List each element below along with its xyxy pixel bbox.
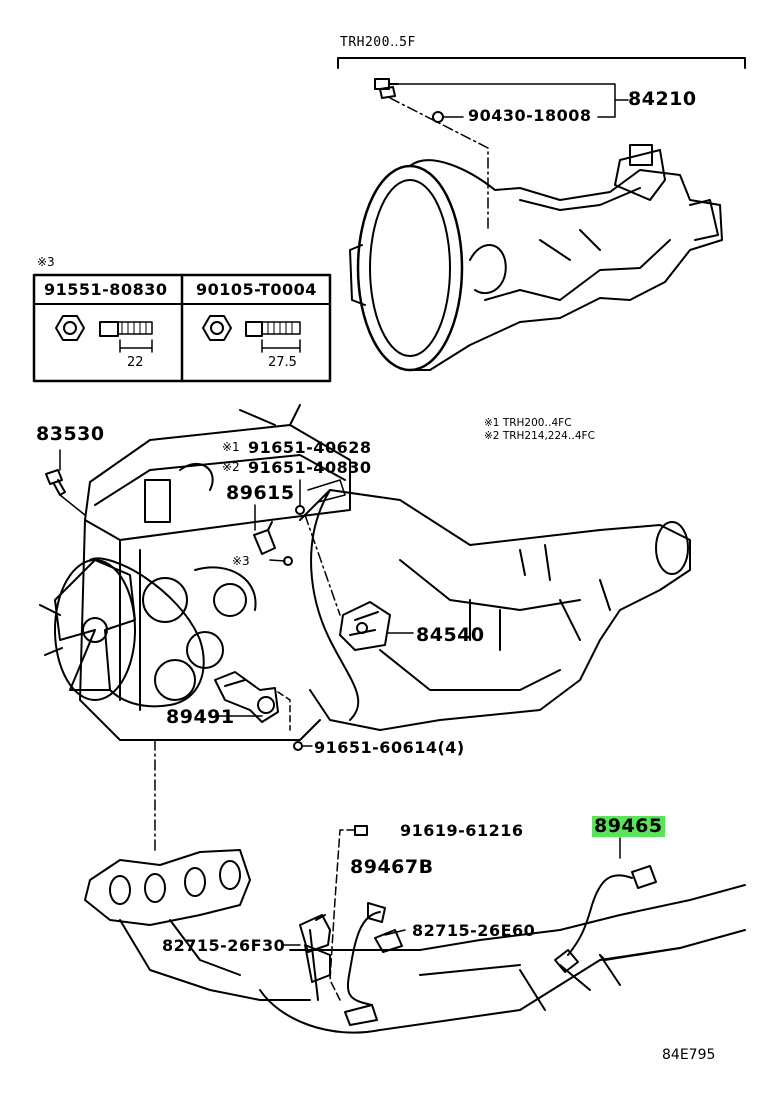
- part-89467b-label[interactable]: 89467B: [350, 856, 434, 878]
- bracket-82715-26f30: [299, 914, 331, 1001]
- bolt-length-22: 22: [127, 355, 144, 370]
- fan-icon: [39, 559, 136, 701]
- diagram-code: 84E795: [662, 1047, 716, 1063]
- part-82715-26e60-label[interactable]: 82715-26E60: [412, 921, 536, 940]
- marker-3-inline-label: ※3: [232, 554, 250, 568]
- marker-2-label: ※2: [222, 460, 240, 474]
- oil-pressure-switch-83530: [45, 469, 66, 496]
- part-91651-60614-label[interactable]: 91651-60614(4): [314, 738, 465, 757]
- hex-nut-icon: [55, 315, 85, 341]
- clip-91619: [354, 825, 368, 836]
- part-83530-label[interactable]: 83530: [36, 423, 105, 445]
- note-2: ※2 TRH214,224‥4FC: [484, 430, 595, 442]
- marker-1-label: ※1: [222, 440, 240, 454]
- part-89615-label[interactable]: 89615: [226, 482, 295, 504]
- bolt-spec-table: [32, 273, 332, 383]
- note-1: ※1 TRH200‥4FC: [484, 417, 572, 429]
- part-91551-80830-label[interactable]: 91551-80830: [44, 280, 168, 299]
- connector-89467b: [367, 902, 386, 923]
- transmission-group-bracket: [337, 57, 746, 69]
- bracket-82715-26e60: [374, 929, 403, 953]
- part-89491-label[interactable]: 89491: [166, 706, 235, 728]
- sensor-icon: [344, 1004, 378, 1026]
- engine-assembly-drawing: [39, 404, 691, 741]
- oxygen-sensor-89465: [554, 837, 657, 973]
- part-91651-40830-label[interactable]: 91651-40830: [248, 458, 372, 477]
- marker-3-label: ※3: [37, 255, 55, 269]
- transmission-model-label: TRH200‥5F: [340, 35, 416, 50]
- speed-sensor-89615: [253, 521, 276, 555]
- part-84540-label[interactable]: 84540: [416, 624, 485, 646]
- part-90430-18008-label[interactable]: 90430-18008: [468, 106, 592, 125]
- part-91651-40628-label[interactable]: 91651-40628: [248, 438, 372, 457]
- neutral-start-switch-84540: [339, 601, 391, 651]
- hex-nut-icon: [202, 315, 232, 341]
- back-up-lamp-switch-84210: [374, 78, 399, 99]
- bolt-length-27-5: 27.5: [268, 355, 297, 370]
- part-90105-t0004-label[interactable]: 90105-T0004: [196, 280, 317, 299]
- part-84210-label[interactable]: 84210: [628, 88, 697, 110]
- part-82715-26f30-label[interactable]: 82715-26F30: [162, 936, 286, 955]
- part-91619-61216-label[interactable]: 91619-61216: [400, 821, 524, 840]
- transmission-5f-drawing: [349, 144, 723, 372]
- exhaust-manifold-drawing: [84, 849, 311, 1001]
- part-89465-label-highlighted[interactable]: 89465: [592, 815, 665, 837]
- crank-position-sensor-89491: [214, 671, 279, 723]
- exhaust-pipe-drawing: [259, 884, 746, 1034]
